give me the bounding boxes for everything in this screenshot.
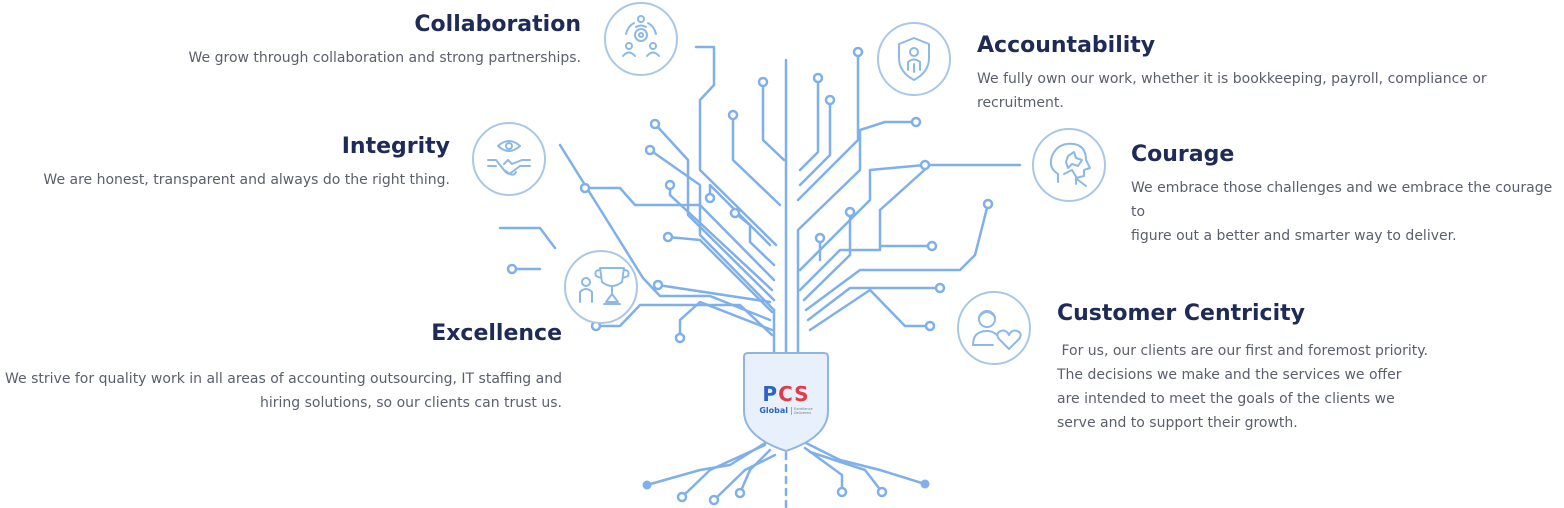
value-description: We grow through collaboration and strong… [189, 46, 581, 70]
logo-letter-s: S [794, 382, 810, 406]
value-description-line: We fully own our work, whether it is boo… [977, 71, 1487, 111]
value-integrity: Integrity We are honest, transparent and… [43, 134, 450, 192]
value-title: Excellence [431, 321, 562, 346]
value-description: We are honest, transparent and always do… [43, 168, 450, 192]
team-gear-icon [604, 2, 678, 76]
value-description-line: We grow through collaboration and strong… [188, 50, 581, 66]
value-description-line: We strive for quality work in all areas … [5, 371, 562, 387]
value-description-line: The decisions we make and the services w… [1057, 367, 1402, 383]
value-title: Integrity [341, 134, 450, 159]
value-title: Courage [1131, 142, 1235, 167]
value-description-line: are intended to meet the goals of the cl… [1057, 391, 1395, 407]
value-title: Accountability [977, 33, 1156, 58]
eye-handshake-icon [472, 122, 546, 196]
value-description: We strive for quality work in all areas … [5, 367, 562, 415]
logo-letters: PCS [757, 384, 815, 404]
value-description-line: serve and to support their growth. [1057, 415, 1298, 431]
person-heart-icon [957, 291, 1031, 365]
head-puzzle-icon [1032, 128, 1106, 202]
value-excellence: Excellence We strive for quality work in… [5, 321, 562, 415]
shield-badge [743, 352, 829, 453]
value-description-line: We are honest, transparent and always do… [43, 172, 450, 188]
logo-word: Global [759, 406, 788, 415]
value-accountability: Accountability We fully own our work, wh… [977, 33, 1564, 115]
shield-person-icon [877, 22, 951, 96]
logo-tagline-2: Delivered [793, 410, 811, 415]
value-title: Customer Centricity [1057, 301, 1305, 326]
value-title: Collaboration [414, 12, 581, 37]
logo-letter-c: C [778, 382, 795, 406]
trophy-person-icon [564, 250, 638, 324]
value-description-line: For us, our clients are our first and fo… [1057, 343, 1428, 359]
value-description: We fully own our work, whether it is boo… [977, 67, 1564, 115]
value-courage: Courage We embrace those challenges and … [1131, 142, 1564, 248]
value-description: For us, our clients are our first and fo… [1057, 339, 1428, 435]
value-collaboration: Collaboration We grow through collaborat… [189, 12, 581, 70]
value-description-line: figure out a better and smarter way to d… [1131, 228, 1457, 244]
value-customer-centricity: Customer Centricity For us, our clients … [1057, 301, 1428, 435]
value-description-line: hiring solutions, so our clients can tru… [260, 395, 562, 411]
logo-tagline-1: Excellence [793, 406, 813, 411]
value-description: We embrace those challenges and we embra… [1131, 176, 1564, 248]
logo-letter-p: P [762, 382, 779, 406]
value-description-line: We embrace those challenges and we embra… [1131, 180, 1553, 220]
